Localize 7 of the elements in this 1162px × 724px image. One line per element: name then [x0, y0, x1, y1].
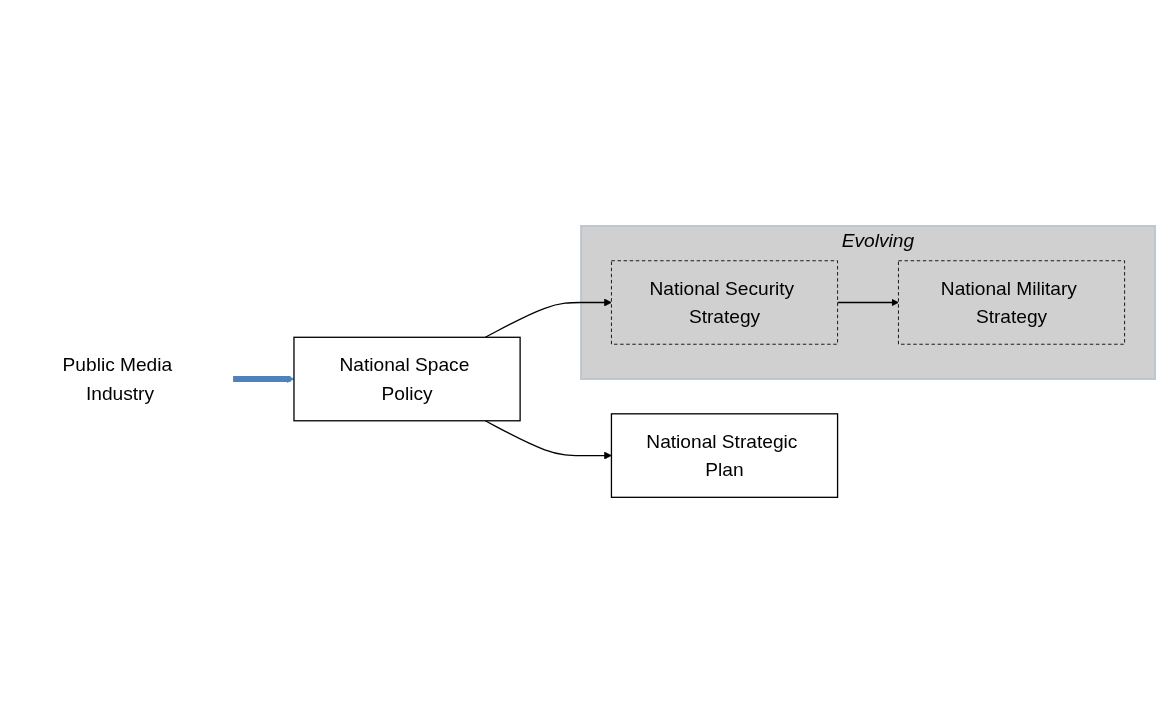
arrow — [836, 299, 899, 307]
node-box: National Strategic Plan — [610, 413, 839, 499]
node-text: Public Media Industry — [62, 354, 173, 405]
arrow — [484, 299, 612, 339]
node-box: National Space Policy — [293, 337, 521, 422]
node-box: National Military Strategy — [898, 260, 1126, 346]
node-box: National Security Strategy — [611, 260, 838, 346]
